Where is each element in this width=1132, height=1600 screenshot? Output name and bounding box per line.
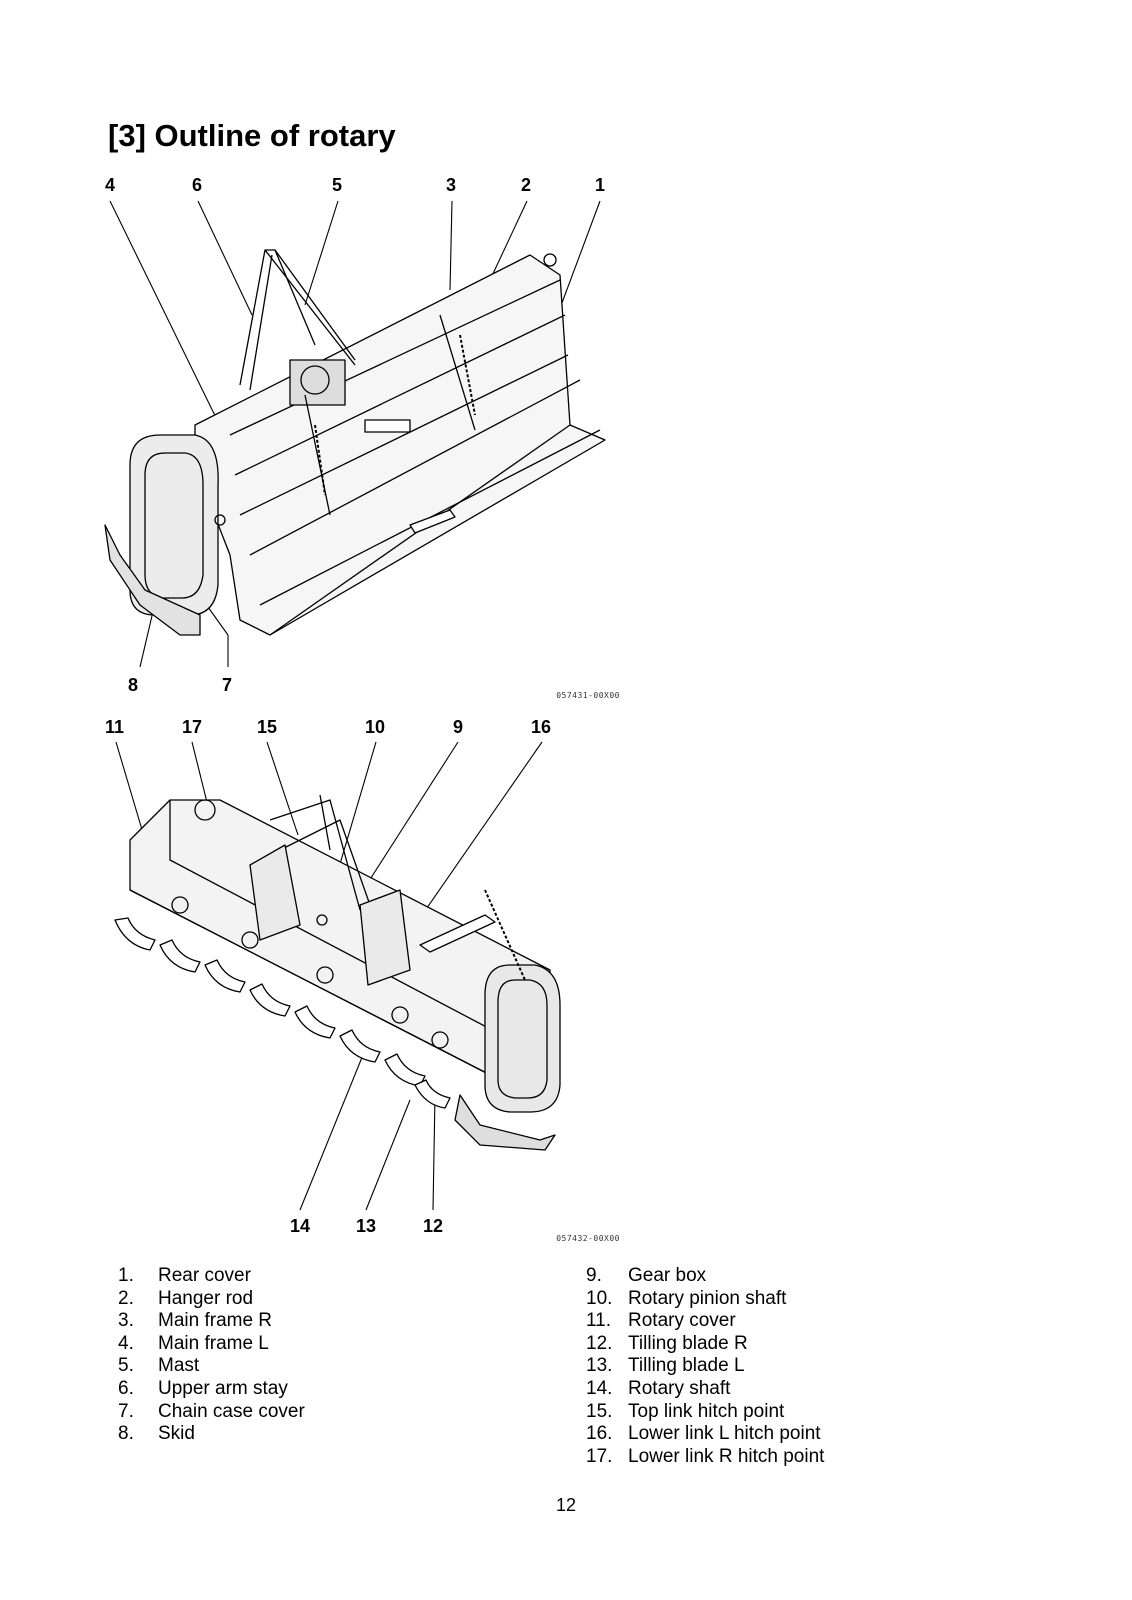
legend-label: Lower link R hitch point [628, 1445, 825, 1467]
rotary-top-drawing [104, 200, 606, 668]
legend-label: Chain case cover [158, 1400, 305, 1422]
page-number: 12 [555, 1495, 577, 1515]
legend-item: 10. Rotary pinion shaft [586, 1288, 824, 1311]
rotary-bottom-view-figure: 057432-00X00 [100, 740, 630, 1245]
legend-number: 3. [118, 1310, 134, 1332]
legend-number: 14. [586, 1377, 613, 1399]
legend-label: Tilling blade R [628, 1332, 748, 1354]
callout-1: 1 [595, 175, 606, 195]
legend-label: Gear box [628, 1265, 707, 1286]
legend-item: 17. Lower link R hitch point [586, 1446, 824, 1469]
callout-16: 16 [531, 717, 552, 737]
legend-number: 7. [118, 1400, 134, 1422]
callout-14: 14 [290, 1216, 311, 1236]
legend-number: 17. [586, 1445, 613, 1467]
callout-10: 10 [365, 717, 386, 737]
legend-label: Upper arm stay [158, 1377, 288, 1399]
page-title: [3] Outline of rotary [108, 118, 396, 153]
legend-label: Rotary pinion shaft [628, 1287, 787, 1309]
legend-item: 13. Tilling blade L [586, 1355, 824, 1378]
legend-item: 16. Lower link L hitch point [586, 1423, 824, 1446]
legend-item: 6. Upper arm stay [118, 1378, 305, 1401]
legend-item: 1. Rear cover [118, 1265, 305, 1288]
legend-right-column: 9. Gear box 10. Rotary pinion shaft 11. Rot… [586, 1265, 824, 1468]
legend-number: 13. [586, 1355, 613, 1377]
legend-number: 6. [118, 1377, 134, 1399]
legend-label: Main frame L [158, 1332, 269, 1354]
legend-number: 12. [586, 1332, 613, 1354]
callout-17: 17 [182, 717, 203, 737]
legend-label: Rotary cover [628, 1310, 736, 1332]
legend-number: 1. [118, 1265, 134, 1286]
legend-item: 9. Gear box [586, 1265, 824, 1288]
legend-label: Rear cover [158, 1265, 251, 1286]
callout-8: 8 [128, 675, 139, 695]
callout-13: 13 [356, 1216, 377, 1236]
legend-item: 3. Main frame R [118, 1310, 305, 1333]
figure-code-bottom: 057432-00X00 [556, 1234, 620, 1243]
legend-number: 11. [586, 1310, 612, 1332]
rotary-top-view-figure: 057431-00X00 [100, 195, 630, 705]
figure-code-top: 057431-00X00 [556, 691, 620, 700]
callout-12: 12 [423, 1216, 444, 1236]
legend-item: 11. Rotary cover [586, 1310, 824, 1333]
legend-item: 8. Skid [118, 1423, 305, 1446]
legend-number: 2. [118, 1287, 134, 1309]
callout-7: 7 [222, 675, 233, 695]
legend-item: 15. Top link hitch point [586, 1401, 824, 1424]
legend-number: 9. [586, 1265, 602, 1286]
legend-number: 8. [118, 1423, 134, 1445]
callout-5: 5 [332, 175, 343, 195]
legend-number: 16. [586, 1423, 613, 1445]
legend-number: 10. [586, 1287, 613, 1309]
legend-item: 14. Rotary shaft [586, 1378, 824, 1401]
legend-item: 5. Mast [118, 1355, 305, 1378]
legend-label: Main frame R [158, 1310, 273, 1332]
legend-label: Skid [158, 1423, 195, 1445]
legend-left-column: 1. Rear cover 2. Hanger rod 3. Main frame R… [118, 1265, 305, 1446]
legend-number: 5. [118, 1355, 134, 1377]
legend-number: 4. [118, 1332, 134, 1354]
callout-11: 11 [105, 717, 125, 737]
legend-number: 15. [586, 1400, 613, 1422]
legend-label: Tilling blade L [628, 1355, 745, 1377]
legend-item: 12. Tilling blade R [586, 1333, 824, 1356]
legend-label: Hanger rod [158, 1287, 254, 1309]
callout-6: 6 [192, 175, 203, 195]
legend-label: Lower link L hitch point [628, 1423, 821, 1445]
callout-2: 2 [521, 175, 532, 195]
legend-label: Rotary shaft [628, 1377, 731, 1399]
legend-label: Top link hitch point [628, 1400, 785, 1422]
callout-9: 9 [453, 717, 464, 737]
callout-4: 4 [105, 175, 116, 195]
callout-3: 3 [446, 175, 457, 195]
legend-item: 2. Hanger rod [118, 1288, 305, 1311]
legend-label: Mast [158, 1355, 200, 1377]
rotary-bottom-drawing [114, 741, 561, 1211]
legend-item: 7. Chain case cover [118, 1401, 305, 1424]
callout-15: 15 [257, 717, 278, 737]
legend-item: 4. Main frame L [118, 1333, 305, 1356]
